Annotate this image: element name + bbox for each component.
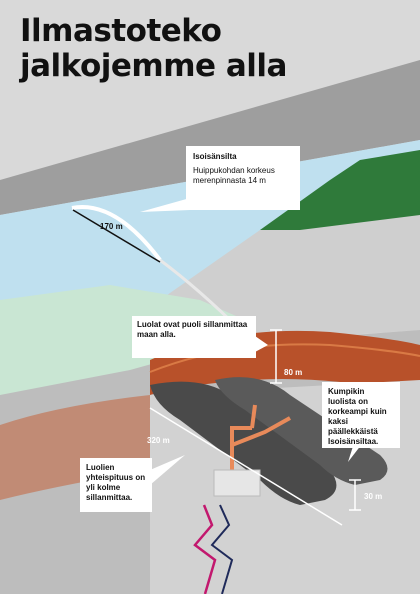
bridge-callout-body: Huippukohdan korkeus merenpinnasta 14 m xyxy=(193,166,275,185)
length-dimension-line xyxy=(149,407,343,526)
title-line-1: Ilmastoteko xyxy=(20,13,222,49)
pipe-station xyxy=(213,469,261,497)
bridge-dimension-line xyxy=(72,209,161,263)
navy-line xyxy=(210,504,234,594)
depth-callout-pointer xyxy=(255,336,268,352)
height-callout: Kumpikin luolista on korkeampi kuin kaks… xyxy=(322,382,400,448)
bridge-callout: Isoisänsilta Huippukohdan korkeus merenp… xyxy=(186,146,300,210)
cave-depth-label: 80 m xyxy=(284,368,303,377)
magenta-line xyxy=(193,504,217,594)
pipe-network xyxy=(230,404,291,470)
cave-2 xyxy=(215,377,388,485)
cave-length-label: 320 m xyxy=(147,436,170,445)
page-title: Ilmastoteko jalkojemme alla xyxy=(20,14,287,84)
bridge xyxy=(71,205,162,262)
park-grass xyxy=(0,285,245,400)
bridge-callout-pointer xyxy=(140,198,190,212)
cave-1 xyxy=(150,381,337,505)
depth-callout: Luolat ovat puoli sillanmittaa maan alla… xyxy=(132,316,256,358)
bridge-callout-heading: Isoisänsilta xyxy=(193,152,237,161)
upper-road-band xyxy=(0,60,420,215)
bridge-length-label: 170 m xyxy=(100,222,123,231)
length-callout: Luolien yhteispituus on yli kolme sillan… xyxy=(80,458,152,512)
cave-height-label: 30 m xyxy=(364,492,383,501)
length-callout-pointer xyxy=(150,455,185,485)
title-line-2: jalkojemme alla xyxy=(20,48,287,84)
